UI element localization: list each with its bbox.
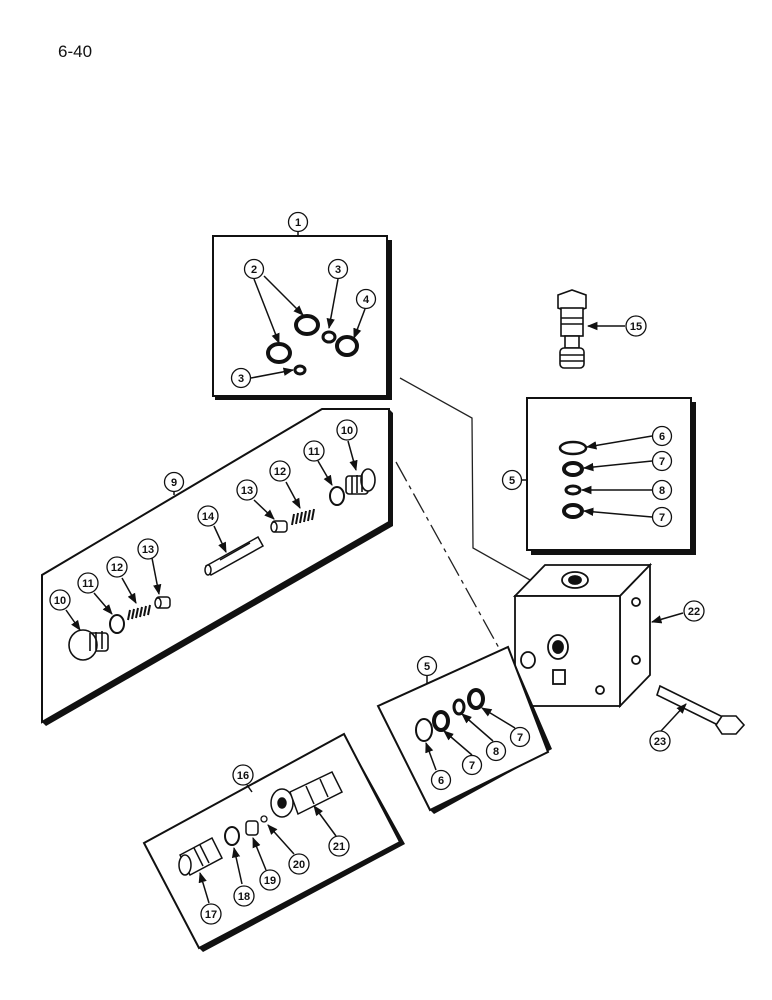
callout-13-right: 13	[236, 479, 258, 501]
svg-text:3: 3	[335, 264, 341, 276]
callout-11-right: 11	[303, 440, 325, 462]
callout-7-lower-b: 7	[509, 726, 531, 748]
svg-text:3: 3	[238, 373, 244, 385]
washer-parts	[266, 314, 359, 376]
spool-14	[204, 535, 265, 577]
svg-text:12: 12	[274, 466, 286, 478]
seal-kit-box-upper	[526, 397, 696, 555]
callout-17: 17	[200, 903, 222, 925]
callout-8-lower: 8	[485, 740, 507, 762]
svg-text:4: 4	[363, 294, 370, 306]
callout-16: 16	[232, 764, 254, 786]
svg-text:20: 20	[293, 859, 305, 871]
svg-text:14: 14	[202, 511, 215, 523]
relief-valve-box	[41, 408, 393, 726]
valve-cartridge-15	[557, 289, 587, 369]
svg-text:11: 11	[308, 446, 320, 458]
callout-8-upper: 8	[651, 479, 673, 501]
callout-14: 14	[197, 505, 219, 527]
svg-text:7: 7	[517, 732, 523, 744]
o-ring-18	[224, 826, 240, 846]
callout-10-right: 10	[336, 419, 358, 441]
leader-arrows	[65, 275, 687, 904]
fitting-kit-box	[142, 732, 405, 952]
svg-text:10: 10	[341, 425, 353, 437]
callouts: 1 2 3 4 3 15 5 6 7 8 7 9 10 11 12 13 14 …	[49, 211, 705, 925]
svg-text:8: 8	[493, 746, 499, 758]
svg-text:17: 17	[205, 909, 217, 921]
seal-kit-box-lower	[376, 645, 552, 814]
callout-15: 15	[625, 315, 647, 337]
svg-text:13: 13	[241, 485, 253, 497]
bolt-23	[656, 684, 746, 735]
svg-text:2: 2	[251, 264, 257, 276]
callout-11-left: 11	[77, 572, 99, 594]
plug-10-left	[68, 629, 109, 661]
callout-21: 21	[328, 835, 350, 857]
valve-body-22	[512, 562, 653, 709]
washer-11-right	[329, 486, 345, 506]
poppet-13-right	[270, 520, 288, 533]
svg-text:19: 19	[264, 875, 276, 887]
callout-3-top: 3	[327, 258, 349, 280]
svg-text:16: 16	[237, 770, 249, 782]
ball-20	[260, 815, 268, 823]
callout-7-lower-a: 7	[461, 754, 483, 776]
svg-text:13: 13	[142, 544, 154, 556]
svg-text:18: 18	[238, 891, 250, 903]
connection-lines	[395, 377, 531, 669]
svg-text:21: 21	[333, 841, 345, 853]
svg-text:12: 12	[111, 562, 123, 574]
svg-text:23: 23	[654, 736, 666, 748]
callout-23: 23	[649, 730, 671, 752]
svg-text:6: 6	[659, 431, 665, 443]
callout-20: 20	[288, 853, 310, 875]
poppet-13-left	[154, 596, 171, 609]
svg-text:5: 5	[509, 475, 515, 487]
callout-2: 2	[243, 258, 265, 280]
callout-10-left: 10	[49, 589, 71, 611]
svg-text:7: 7	[469, 760, 475, 772]
callout-12-left: 12	[106, 556, 128, 578]
fitting-17	[178, 836, 223, 877]
svg-text:11: 11	[82, 578, 94, 590]
svg-text:1: 1	[295, 217, 301, 229]
svg-text:15: 15	[630, 321, 642, 333]
page-number: 6-40	[58, 42, 93, 61]
callout-6-upper: 6	[651, 425, 673, 447]
sleeve-19	[245, 820, 259, 836]
svg-text:8: 8	[659, 485, 665, 497]
fitting-21	[270, 771, 344, 818]
svg-text:7: 7	[659, 512, 665, 524]
callout-4: 4	[355, 288, 377, 310]
callout-1: 1	[287, 211, 309, 233]
callout-7-upper-b: 7	[651, 506, 673, 528]
spring-12-left	[127, 604, 151, 621]
callout-13-left: 13	[137, 538, 159, 560]
callout-6-lower: 6	[430, 769, 452, 791]
svg-text:10: 10	[54, 595, 66, 607]
washer-11-left	[109, 614, 125, 634]
plug-10-right	[345, 468, 376, 495]
callout-9: 9	[163, 471, 185, 493]
svg-text:9: 9	[171, 477, 177, 489]
callout-12-right: 12	[269, 460, 291, 482]
callout-5-upper: 5	[501, 469, 523, 491]
callout-22: 22	[683, 600, 705, 622]
svg-text:5: 5	[424, 661, 430, 673]
svg-text:22: 22	[688, 606, 700, 618]
callout-19: 19	[259, 869, 281, 891]
spring-12-right	[291, 508, 315, 526]
callout-3-bottom: 3	[230, 367, 252, 389]
callout-7-upper-a: 7	[651, 450, 673, 472]
svg-text:7: 7	[659, 456, 665, 468]
callout-5-lower: 5	[416, 655, 438, 677]
svg-text:6: 6	[438, 775, 444, 787]
callout-18: 18	[233, 885, 255, 907]
